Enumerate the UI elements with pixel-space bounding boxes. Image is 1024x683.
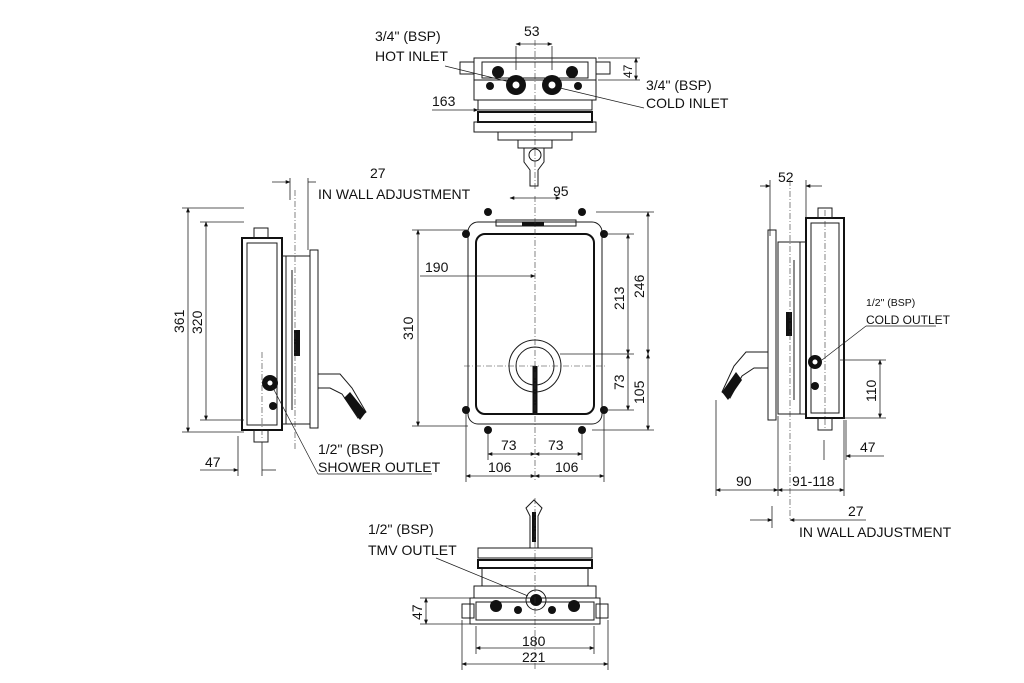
dim-front-190: 190: [425, 259, 449, 275]
shower-outlet-size-label: 1/2" (BSP): [318, 441, 384, 457]
dim-front-106-right: 106: [555, 459, 579, 475]
cold-inlet-size-label: 3/4" (BSP): [646, 77, 712, 93]
cold-inlet-label: COLD INLET: [646, 95, 729, 111]
bottom-view: 1/2" (BSP) TMV OUTLET 47 180 221: [368, 498, 609, 670]
dim-right-47: 47: [860, 439, 876, 455]
dim-right-27: 27: [848, 503, 864, 519]
right-side-view: 52 1/2" (BSP) COLD OUTLET 110 47 90 91-1…: [715, 169, 952, 540]
in-wall-adjustment-left-label: IN WALL ADJUSTMENT: [318, 186, 471, 202]
top-view: 53 47 163 3/4" (BSP) HOT INLET 3/4" (BSP…: [375, 23, 729, 190]
dim-front-246: 246: [631, 274, 647, 298]
dim-front-213: 213: [611, 286, 627, 310]
dim-front-106-left: 106: [488, 459, 512, 475]
dim-left-47: 47: [205, 454, 221, 470]
dim-front-73-right: 73: [548, 437, 564, 453]
dim-right-91-118: 91-118: [792, 473, 835, 489]
dim-top-47: 47: [621, 64, 635, 78]
hot-inlet-label: HOT INLET: [375, 48, 448, 64]
tmv-outlet-label: TMV OUTLET: [368, 542, 457, 558]
cold-outlet-label: COLD OUTLET: [866, 313, 951, 327]
dim-front-73-left: 73: [501, 437, 517, 453]
dim-left-361: 361: [171, 309, 187, 333]
left-side-view: 27 IN WALL ADJUSTMENT 361 320 47 1/2" (B…: [171, 165, 471, 476]
shower-outlet-label: SHOWER OUTLET: [318, 459, 441, 475]
dim-right-110: 110: [863, 379, 879, 402]
dim-bottom-221: 221: [522, 649, 546, 665]
dim-front-73-vertical: 73: [611, 374, 627, 390]
cold-outlet-size-label: 1/2" (BSP): [866, 297, 915, 309]
dim-right-90: 90: [736, 473, 752, 489]
dim-front-310: 310: [400, 316, 416, 340]
dim-bottom-180: 180: [522, 633, 546, 649]
dim-right-52: 52: [778, 169, 794, 185]
dim-top-163: 163: [432, 93, 456, 109]
dim-left-27: 27: [370, 165, 386, 181]
dim-top-53: 53: [524, 23, 540, 39]
hot-inlet-size-label: 3/4" (BSP): [375, 28, 441, 44]
dim-front-95: 95: [553, 183, 569, 199]
dim-left-320: 320: [189, 310, 205, 334]
front-view: 95 190 310 213 246 73 105 73 73: [400, 183, 654, 482]
dim-front-105: 105: [631, 380, 647, 404]
tmv-outlet-size-label: 1/2" (BSP): [368, 521, 434, 537]
dim-bottom-47: 47: [409, 604, 425, 620]
in-wall-adjustment-right-label: IN WALL ADJUSTMENT: [799, 524, 952, 540]
